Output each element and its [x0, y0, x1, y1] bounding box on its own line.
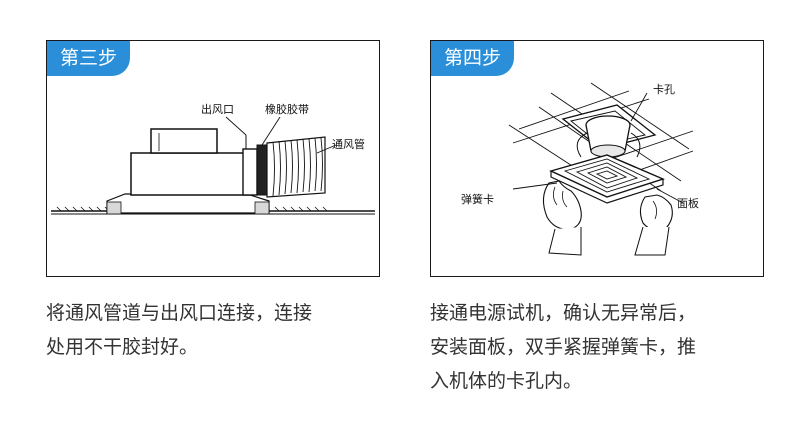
caption-line: 入机体的卡孔内。: [430, 370, 583, 392]
label-rubber-band: 橡胶胶带: [265, 102, 309, 116]
caption-line: 安装面板，双手紧握弹簧卡，推: [430, 336, 697, 358]
step-3-card: 出风口 橡胶胶带 通风管 第三步: [46, 40, 380, 277]
label-duct: 通风管: [332, 137, 365, 151]
duct-connection-diagram: 出风口 橡胶胶带 通风管: [51, 102, 375, 215]
label-spring-clip: 弹簧卡: [461, 192, 494, 206]
label-outlet: 出风口: [201, 102, 234, 116]
step-4-tab: 第四步: [431, 41, 514, 76]
panel-install-diagram: 卡孔 弹簧卡 面板: [461, 82, 699, 256]
step-3-tab: 第三步: [47, 41, 130, 76]
step-4-card: 卡孔 弹簧卡 面板 第四步: [430, 40, 764, 277]
caption-line: 接通电源试机，确认无异常后，: [430, 302, 697, 324]
label-panel: 面板: [677, 196, 699, 210]
step-4-caption: 接通电源试机，确认无异常后， 安装面板，双手紧握弹簧卡，推 入机体的卡孔内。: [430, 296, 775, 398]
caption-line: 处用不干胶封好。: [46, 336, 199, 358]
label-clip-hole: 卡孔: [653, 83, 675, 96]
step-3-caption: 将通风管道与出风口连接，连接 处用不干胶封好。: [46, 296, 386, 364]
caption-line: 将通风管道与出风口连接，连接: [46, 302, 313, 324]
